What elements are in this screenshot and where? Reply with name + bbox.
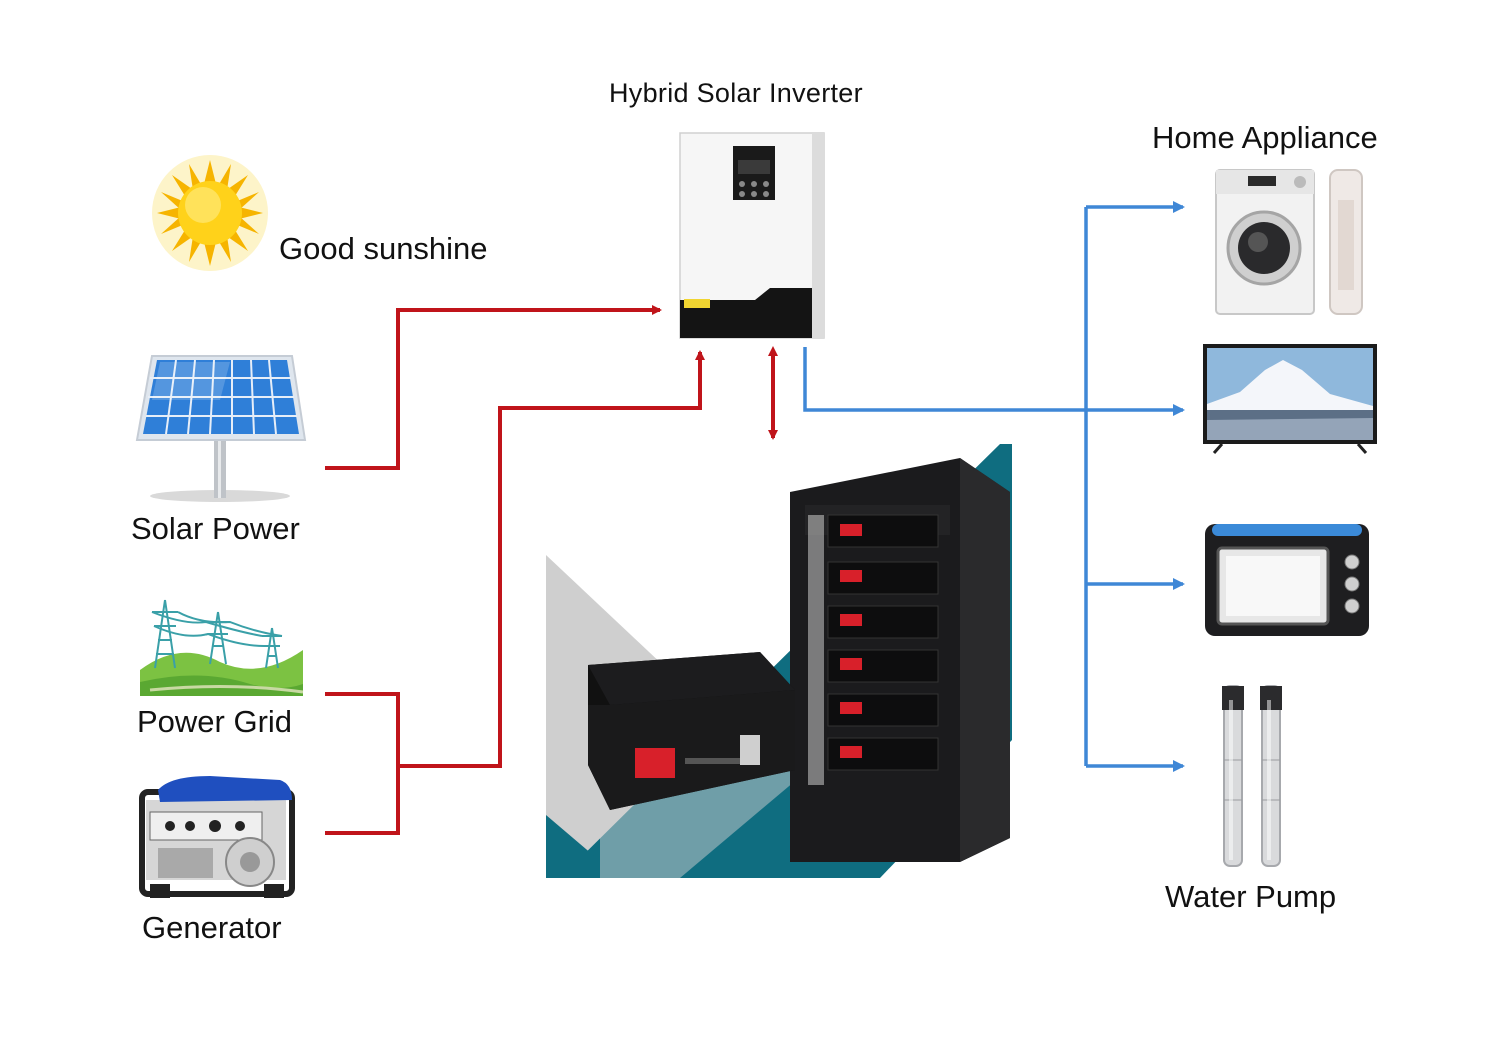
line-inverter-output bbox=[803, 347, 1086, 412]
line-solar-to-inverter bbox=[325, 305, 662, 470]
solar-panel-icon bbox=[135, 355, 307, 502]
oven-icon bbox=[1205, 524, 1369, 636]
air-conditioner-icon bbox=[1329, 169, 1363, 315]
washing-machine-icon bbox=[1215, 169, 1315, 315]
inverter-icon bbox=[679, 132, 825, 339]
line-grid-branch bbox=[325, 692, 400, 835]
water-pump-label: Water Pump bbox=[1165, 879, 1337, 914]
battery-rack-icon bbox=[546, 444, 1012, 878]
power-grid-label: Power Grid bbox=[137, 704, 293, 739]
inverter-label: Hybrid Solar Inverter bbox=[609, 78, 863, 108]
tv-icon bbox=[1203, 344, 1377, 454]
generator-icon bbox=[139, 776, 295, 898]
solar-power-label: Solar Power bbox=[131, 511, 300, 546]
power-grid-icon bbox=[140, 599, 304, 696]
generator-label: Generator bbox=[142, 910, 282, 945]
home-appliance-label: Home Appliance bbox=[1152, 120, 1378, 155]
sunshine-label: Good sunshine bbox=[279, 231, 488, 266]
line-grid-to-inverter bbox=[398, 350, 705, 768]
sun-icon bbox=[152, 155, 268, 271]
water-pump-icon bbox=[1222, 685, 1282, 867]
